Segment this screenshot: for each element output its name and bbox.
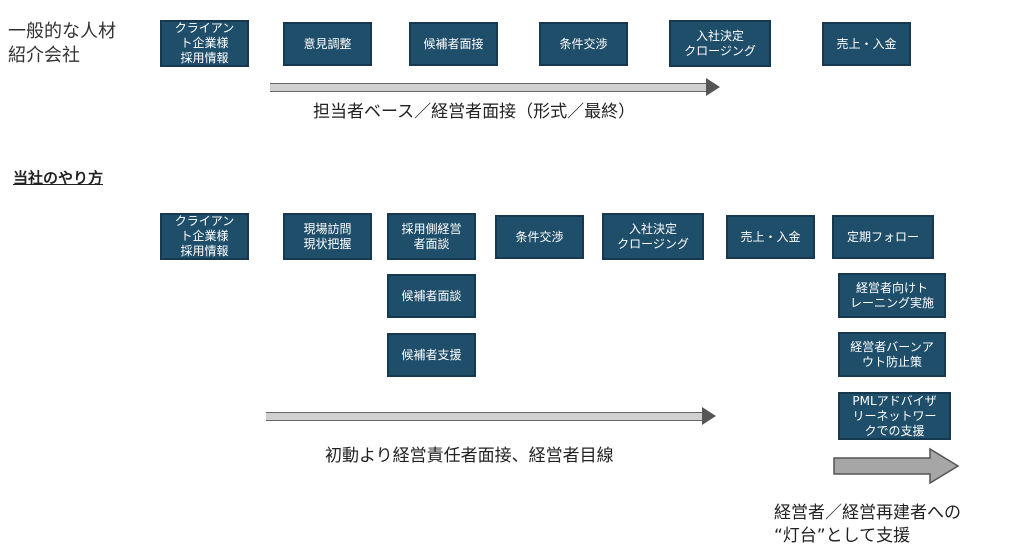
- bottom-step-negotiation: 条件交渉: [495, 215, 584, 259]
- follow-step-burnout-prevention: 経営者バーンア ウト防止策: [838, 332, 946, 377]
- bottom-sub-step-candidate-support: 候補者支援: [387, 333, 476, 377]
- bottom-step-site-visit: 現場訪問 現状把握: [283, 213, 372, 260]
- bottom-sub-step-candidate-meeting: 候補者面談: [387, 274, 476, 318]
- top-step-client-info: クライアン ト企業様 採用情報: [160, 20, 249, 67]
- top-arrow-shaft: [270, 83, 706, 92]
- bottom-caption: 初動より経営責任者面接、経営者目線: [325, 446, 614, 466]
- top-step-candidate-interview: 候補者面接: [409, 22, 498, 66]
- bottom-step-follow-up: 定期フォロー: [832, 215, 934, 259]
- bottom-arrow-head: [702, 407, 716, 425]
- bottom-step-client-info: クライアン ト企業様 採用情報: [160, 213, 249, 260]
- follow-step-exec-training: 経営者向けト レーニング実施: [838, 273, 946, 318]
- right-arrow: [833, 447, 960, 485]
- top-caption: 担当者ベース／経営者面接（形式／最終）: [313, 102, 636, 122]
- bottom-section-heading: 当社のやり方: [13, 169, 104, 187]
- bottom-step-exec-interview: 採用側経営 者面談: [387, 213, 476, 260]
- bottom-step-closing: 入社決定 クロージング: [602, 213, 704, 260]
- bottom-arrow-shaft: [266, 412, 702, 421]
- right-caption-line1: 経営者／経営再建者への: [774, 503, 961, 523]
- top-step-opinion-adjust: 意見調整: [283, 22, 372, 66]
- top-step-sales: 売上・入金: [822, 22, 911, 66]
- top-step-closing: 入社決定 クロージング: [669, 20, 771, 67]
- top-arrow-head: [706, 78, 720, 96]
- bottom-step-sales: 売上・入金: [726, 215, 815, 259]
- top-row-label: 一般的な人材 紹介会社: [8, 21, 116, 66]
- follow-step-pml-network: PMLアドバイザ リーネットワー クでの支援: [838, 392, 951, 440]
- top-step-negotiation: 条件交渉: [539, 22, 628, 66]
- right-caption-line2: “灯台”として支援: [774, 526, 911, 546]
